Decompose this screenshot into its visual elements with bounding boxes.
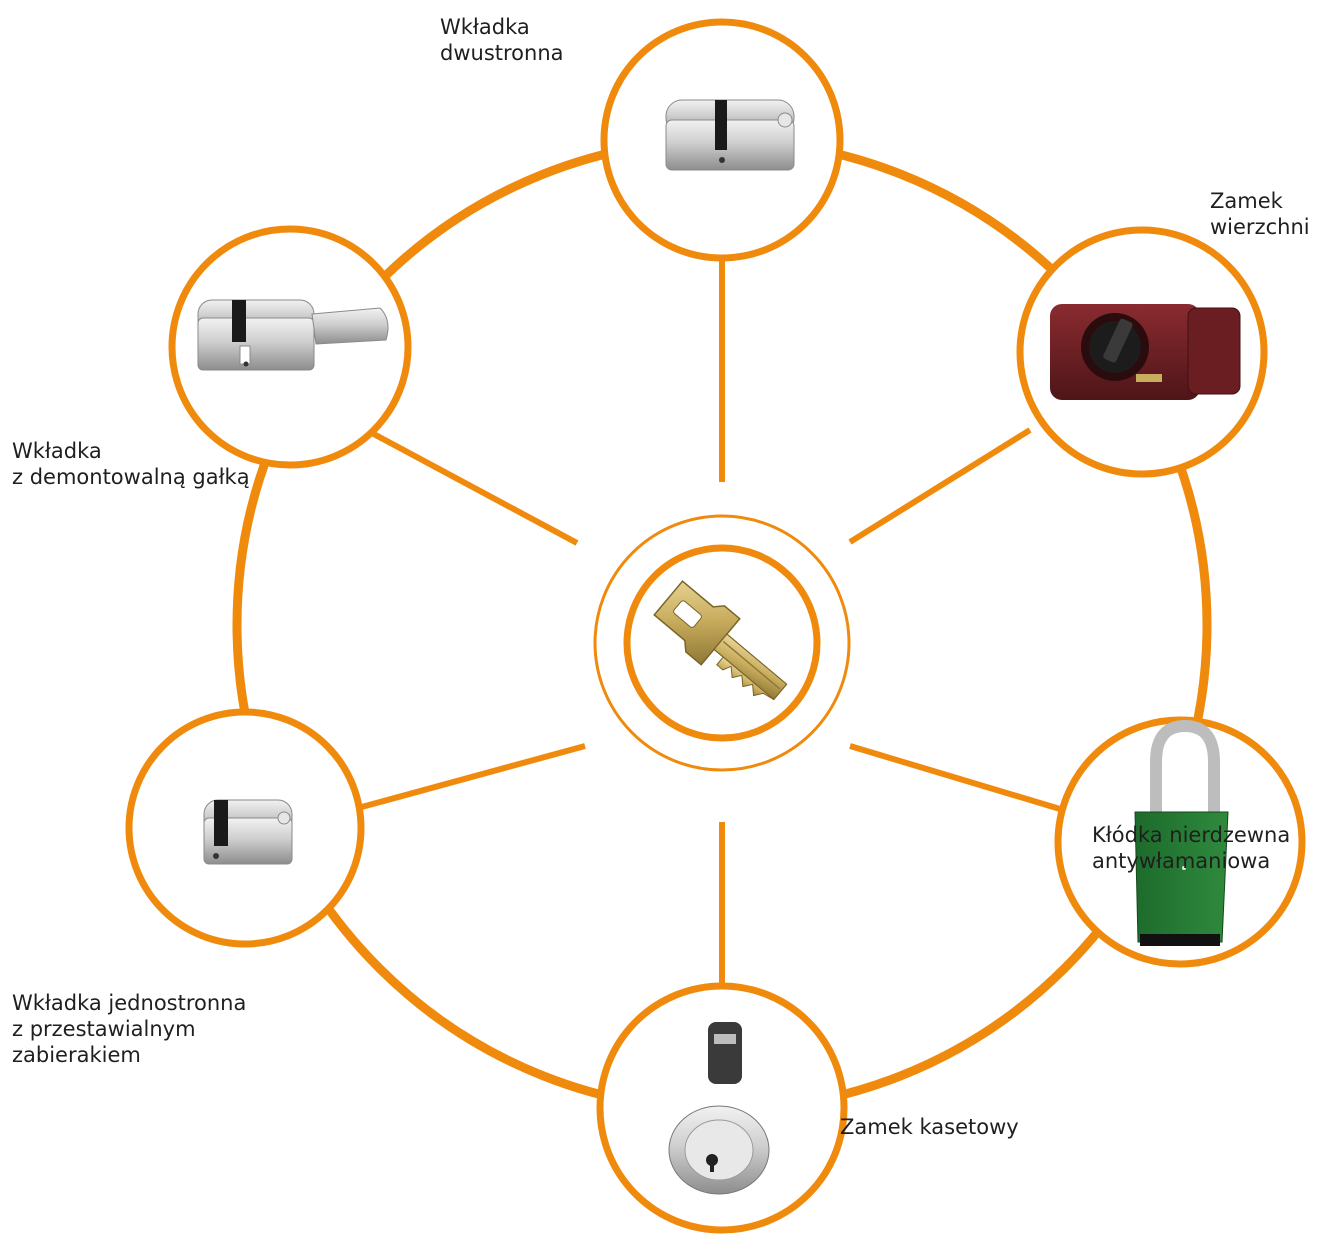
- node-top: [600, 18, 844, 262]
- half-cylinder-icon: [203, 799, 293, 865]
- node-bottom: [596, 982, 848, 1234]
- rim-lock-icon: [1050, 304, 1241, 400]
- spoke-bottom-left: [357, 743, 586, 811]
- node-bottom-right: [1054, 716, 1306, 968]
- spoke-top-right: [848, 427, 1032, 545]
- padlock-icon: [1134, 719, 1229, 946]
- spoke-top-left: [368, 429, 579, 546]
- spoke-bottom-right: [849, 743, 1071, 815]
- double-cylinder-icon: [665, 99, 795, 171]
- node-top-right: [1016, 226, 1268, 478]
- label-bottom: Zamek kasetowy: [840, 1115, 1019, 1139]
- node-bottom-left: [125, 708, 365, 948]
- key-icon: [653, 580, 788, 701]
- cam-lock-icon: [668, 1022, 770, 1195]
- knob-cylinder-icon: [197, 299, 389, 371]
- node-top-left: [168, 225, 412, 469]
